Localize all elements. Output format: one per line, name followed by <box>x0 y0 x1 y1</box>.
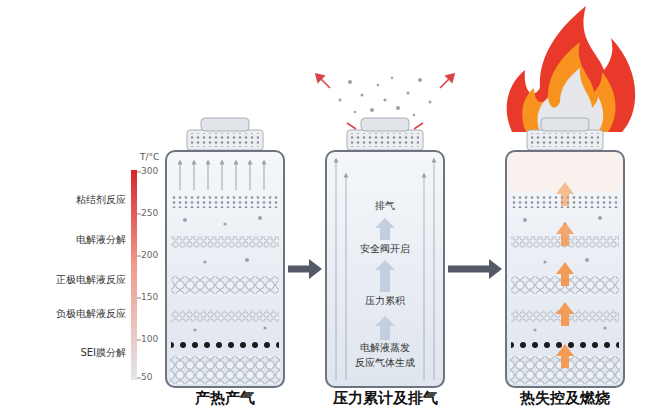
cell-lid <box>187 118 263 150</box>
process-label: 负极电解液反应 <box>56 308 126 320</box>
flow-arrow <box>448 259 502 279</box>
scale-value: 100 <box>141 334 158 344</box>
battery-cell: 热失控及燃烧 <box>505 150 625 388</box>
cell-lid <box>527 118 603 150</box>
cell-layers <box>505 150 625 388</box>
process-label: 安全阀开启 <box>360 243 410 255</box>
pressure-arrows <box>375 218 395 340</box>
scale-value: 150 <box>141 292 158 302</box>
process-label: 电解液蒸发 <box>360 342 410 354</box>
cell-body <box>325 150 445 388</box>
flow-arrow <box>288 259 322 279</box>
cell-lid <box>347 118 423 150</box>
stage-caption: 热失控及燃烧 <box>520 389 610 408</box>
process-label: 电解液分解 <box>76 234 126 246</box>
scale-value: 50 <box>141 372 152 382</box>
vent-arrows <box>316 74 454 129</box>
gas-arrows <box>336 160 434 380</box>
fire-arrows <box>556 182 574 368</box>
stage-caption: 产热产气 <box>195 389 255 408</box>
flame <box>507 6 636 132</box>
process-label: 压力累积 <box>365 295 405 307</box>
cell-layers <box>165 150 285 388</box>
scale-value: 200 <box>141 250 158 260</box>
battery-cell: 产热产气 <box>165 150 285 388</box>
process-label: SEI膜分解 <box>80 347 126 359</box>
temperature-bar <box>131 170 137 380</box>
scale-value: 300 <box>141 166 158 176</box>
process-label: 正极电解液反应 <box>56 274 126 286</box>
scale-ticks <box>137 172 141 378</box>
process-label: 反应气体生成 <box>355 357 415 369</box>
scale-value: 250 <box>141 208 158 218</box>
vent-particles <box>339 77 432 117</box>
scale-value: T/°C <box>140 152 159 162</box>
process-label: 粘结剂反应 <box>76 194 126 206</box>
stage-caption: 压力累计及排气 <box>333 389 438 408</box>
process-label: 排气 <box>375 200 395 212</box>
heat-arrows <box>180 162 264 190</box>
